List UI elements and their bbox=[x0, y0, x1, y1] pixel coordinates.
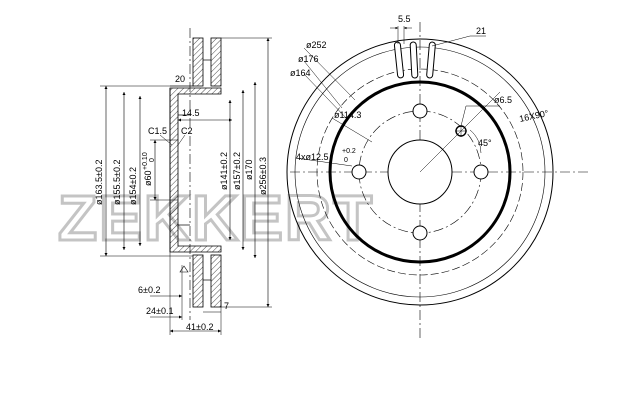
bolt-hole bbox=[351, 164, 367, 180]
dim-d170: ø170 bbox=[244, 159, 254, 180]
friction-ring-top bbox=[192, 37, 204, 87]
dim-d60-tol-up: +0.10 bbox=[142, 152, 149, 170]
front-view: ø252 ø176 ø164 ø114.3 4xø12.5 +0.2 0 5.5… bbox=[286, 14, 588, 340]
dim-d252: ø252 bbox=[306, 40, 327, 50]
bolt-hole bbox=[412, 225, 428, 241]
hat-section bbox=[169, 87, 222, 253]
dim-h41: 41±0.2 bbox=[186, 322, 213, 332]
friction-ring-bottom-2 bbox=[210, 254, 222, 308]
dim-c1-5: C1.5 bbox=[148, 126, 167, 136]
dim-h24: 24±0.1 bbox=[146, 306, 173, 316]
dim-h6: 6±0.2 bbox=[138, 285, 160, 295]
dim-d176: ø176 bbox=[298, 54, 319, 64]
bolt-hole bbox=[412, 103, 428, 119]
cooling-slots bbox=[393, 41, 436, 79]
dim-d60: ø60 bbox=[143, 170, 153, 186]
dim-d164: ø164 bbox=[290, 68, 311, 78]
side-view: ø163.5±0.2 ø155.5±0.2 ø154±0.2 ø60 +0.10… bbox=[94, 28, 272, 335]
dim-w21: 21 bbox=[476, 26, 486, 36]
dim-d256: ø256±0.3 bbox=[258, 157, 268, 195]
dim-holes-tol-up: +0.2 bbox=[342, 148, 356, 155]
dim-w14-5: 14.5 bbox=[182, 108, 200, 118]
dim-angle-45: 45° bbox=[478, 138, 492, 148]
friction-ring-bottom bbox=[192, 254, 204, 308]
dim-w20: 20 bbox=[175, 74, 185, 84]
dim-d155: ø155.5±0.2 bbox=[112, 160, 122, 205]
bolt-hole bbox=[473, 164, 489, 180]
hat-circle bbox=[328, 80, 512, 264]
watermark-logo: ZEKKERT bbox=[58, 182, 374, 254]
dim-c2: C2 bbox=[181, 126, 193, 136]
dim-holes: 4xø12.5 bbox=[296, 152, 329, 162]
dim-d154: ø154±0.2 bbox=[128, 167, 138, 205]
dim-d141: ø141±0.2 bbox=[219, 152, 229, 190]
dim-d163: ø163.5±0.2 bbox=[94, 160, 104, 205]
dim-holes-tol-low: 0 bbox=[344, 157, 348, 164]
dim-d157: ø157±0.2 bbox=[232, 152, 242, 190]
dim-h7: 7 bbox=[224, 301, 229, 311]
dim-d60-tol-low: 0 bbox=[149, 158, 156, 162]
dim-w5-5: 5.5 bbox=[398, 14, 411, 24]
disc-outer-edge bbox=[286, 38, 554, 306]
dim-pcd: ø114.3 bbox=[334, 110, 361, 120]
dim-d6-5: ø6.5 bbox=[494, 95, 512, 105]
friction-ring-top-2 bbox=[210, 37, 222, 87]
